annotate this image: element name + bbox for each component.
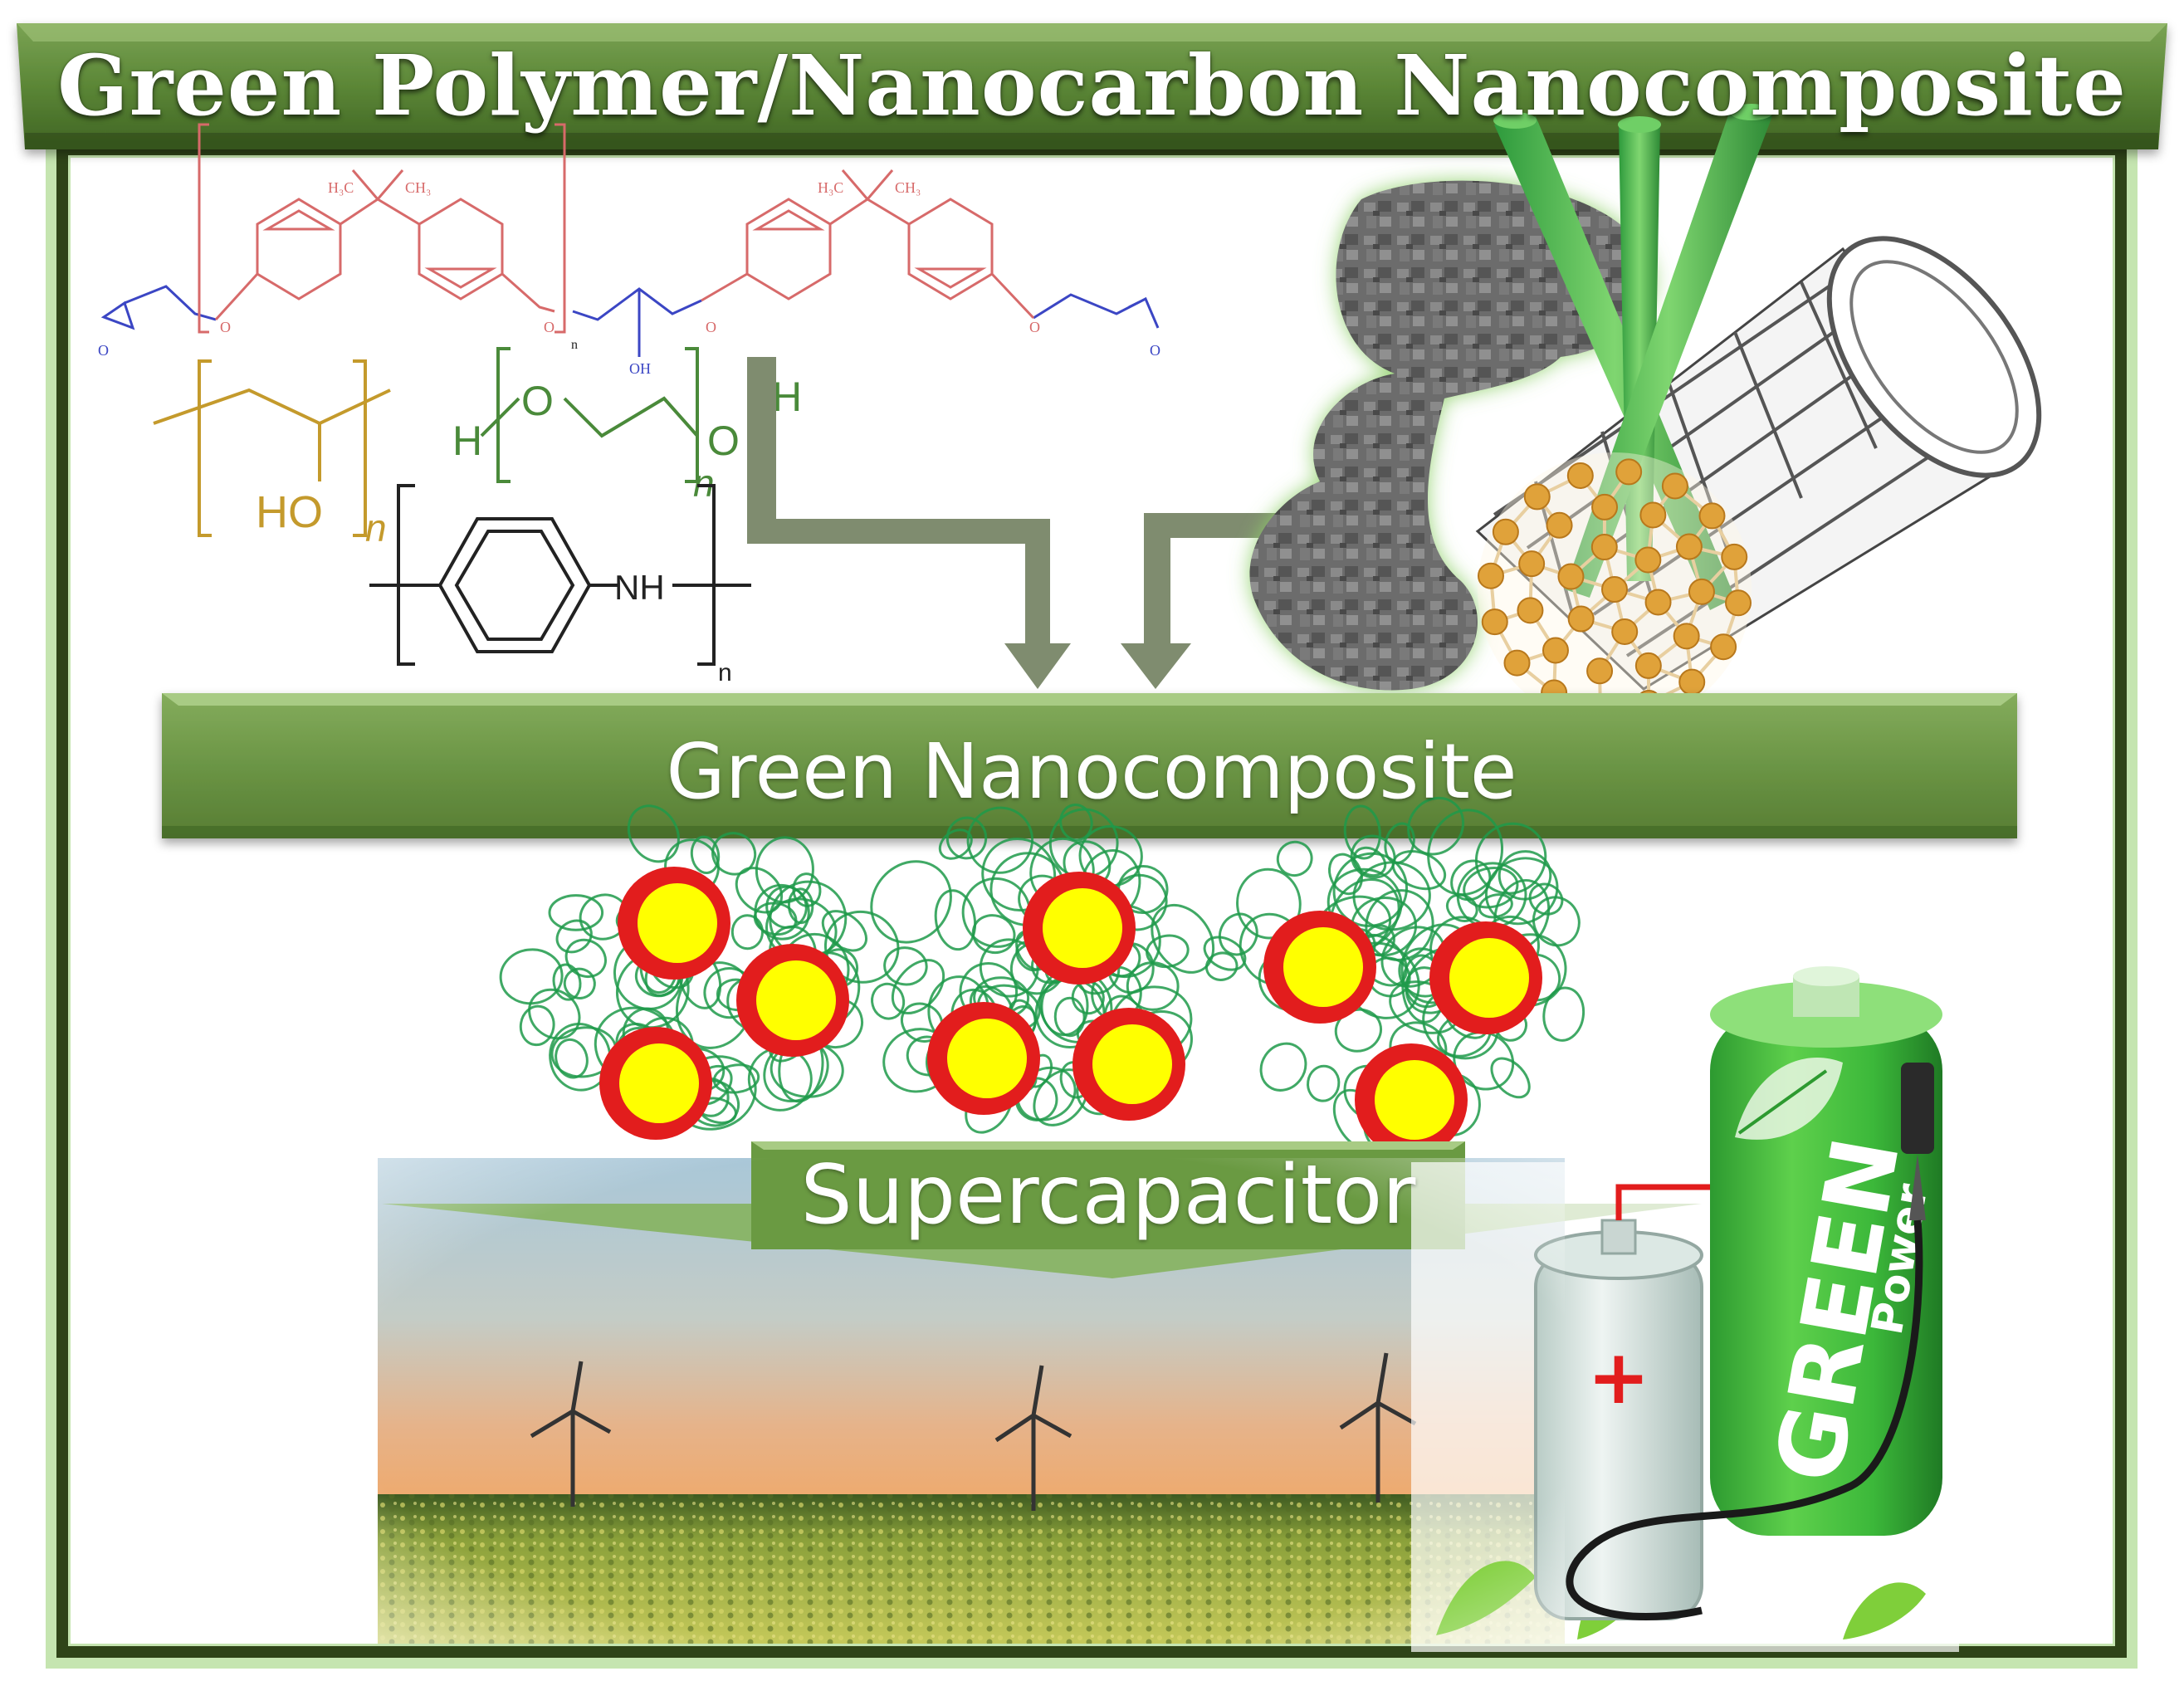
- epoxy-repeat-n: n: [571, 338, 578, 352]
- epoxy-oxygen-2: O: [544, 319, 555, 335]
- epoxy-methyl-label-a: H₃C: [328, 179, 354, 196]
- nanocarbon-input-arrow: [1121, 513, 1291, 689]
- fuel-nozzle-icon: [1566, 1063, 1934, 1620]
- supercapacitor-label: Supercapacitor: [800, 1148, 1416, 1243]
- peg-hydrogen-right: H: [772, 374, 802, 420]
- epoxy-labels: H₃C CH₃ H₃C CH₃ O O O O O O OH n: [98, 179, 1160, 377]
- epoxide-oxygen-left: O: [98, 342, 109, 359]
- polymer-input-arrow: [747, 357, 1071, 689]
- epoxy-oxygen-4: O: [1029, 319, 1040, 335]
- battery-icon: +: [1534, 1219, 1703, 1620]
- epoxide-oxygen-right: O: [1150, 342, 1160, 359]
- peg-hydrogen-left: H: [452, 418, 482, 464]
- graphite-particle: [1249, 180, 1654, 691]
- battery-plus-sign: +: [1587, 1334, 1649, 1421]
- pani-repeat-n: n: [718, 659, 732, 687]
- pva-structure: [153, 359, 391, 537]
- peg-repeat-n: n: [693, 462, 715, 505]
- epoxy-hydroxyl-label: OH: [629, 360, 651, 377]
- leaf-icon: [1735, 1058, 1843, 1140]
- epoxy-methyl-label-d: CH₃: [895, 179, 921, 196]
- pani-amine-label: NH: [614, 568, 665, 607]
- green-power-battery: GREEN Power: [1566, 966, 1942, 1620]
- fullerene: [1477, 452, 1752, 726]
- pva-hydroxyl-label: HO: [256, 487, 323, 537]
- epoxy-oxygen-3: O: [706, 319, 716, 335]
- nanocarbon-cluster: [1249, 104, 2042, 726]
- epoxy-methyl-label-c: H₃C: [818, 179, 843, 196]
- pva-repeat-n: n: [365, 506, 387, 550]
- nanocomposite-banner: [162, 693, 2017, 838]
- peg-oxygen-a: O: [521, 378, 554, 424]
- pani-structure: [369, 484, 751, 666]
- nanocomposite-label: Green Nanocomposite: [666, 727, 1517, 816]
- peg-oxygen-b: O: [707, 418, 740, 464]
- epoxy-oxygen-1: O: [220, 319, 231, 335]
- composite-particles: [599, 867, 1542, 1156]
- page-title: Green Polymer/Nanocarbon Nanocomposite: [57, 37, 2127, 134]
- epoxy-methyl-label-b: CH₃: [405, 179, 431, 196]
